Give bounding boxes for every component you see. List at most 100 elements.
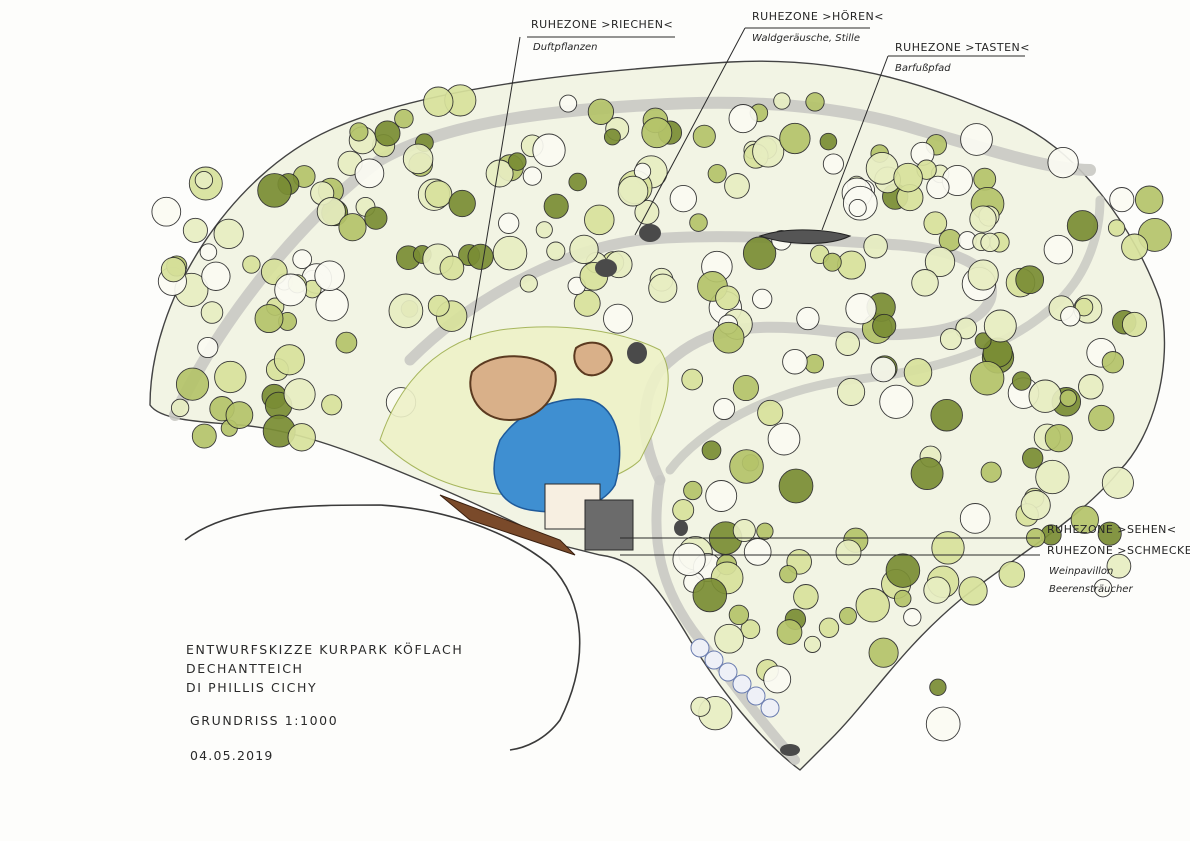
label-tasten-subtitle: Barfußpfad	[895, 63, 951, 74]
tree-canopy-icon	[1043, 234, 1074, 265]
tree-canopy-icon	[757, 399, 784, 426]
tree-canopy-icon	[872, 313, 897, 338]
tree-canopy-icon	[213, 218, 244, 250]
tree-canopy-group	[151, 84, 1172, 742]
tree-canopy-icon	[423, 86, 454, 117]
tree-canopy-icon	[763, 665, 792, 694]
tree-canopy-icon	[729, 449, 764, 484]
tree-canopy-icon	[225, 401, 254, 429]
tree-canopy-icon	[742, 236, 777, 270]
label-ruhezone-riechen: RUHEZONE >RIECHEN<	[531, 18, 674, 31]
tree-canopy-icon	[893, 589, 912, 608]
label-hoeren-subtitle: Waldgeräusche, Stille	[752, 33, 860, 44]
tree-canopy-icon	[732, 518, 756, 543]
title-line-3: DI PHILLIS CICHY	[186, 680, 318, 695]
tree-canopy-icon	[845, 293, 877, 325]
tree-canopy-icon	[690, 696, 711, 717]
tree-canopy-icon	[1066, 210, 1099, 242]
tree-canopy-icon	[543, 193, 569, 219]
tree-canopy-icon	[522, 166, 543, 186]
tree-canopy-icon	[837, 377, 866, 406]
tree-canopy-icon	[1028, 379, 1062, 413]
tree-canopy-icon	[839, 606, 857, 625]
tree-canopy-icon	[707, 164, 727, 184]
tree-canopy-icon	[1044, 424, 1073, 453]
tree-canopy-icon	[692, 124, 716, 148]
tree-canopy-icon	[705, 480, 738, 512]
tree-canopy-icon	[559, 94, 578, 113]
tree-canopy-icon	[752, 288, 773, 310]
tree-canopy-icon	[439, 255, 465, 281]
tree-canopy-icon	[819, 132, 838, 151]
tree-canopy-icon	[870, 356, 897, 383]
tree-canopy-icon	[903, 358, 933, 387]
tree-canopy-icon	[955, 317, 978, 340]
tree-canopy-icon	[573, 289, 601, 317]
tree-canopy-icon	[603, 128, 621, 146]
tree-canopy-icon	[980, 461, 1002, 483]
tree-canopy-icon	[314, 260, 345, 291]
tree-canopy-icon	[254, 304, 284, 334]
tree-canopy-icon	[467, 243, 494, 270]
tree-canopy-icon	[492, 235, 528, 271]
tree-canopy-icon	[394, 108, 414, 129]
tree-canopy-icon	[424, 180, 453, 208]
seating-pods	[469, 341, 614, 422]
tree-canopy-icon	[648, 273, 678, 303]
tree-canopy-icon	[1015, 265, 1045, 295]
tree-canopy-icon	[283, 378, 316, 411]
tree-canopy-icon	[743, 538, 772, 566]
tree-canopy-icon	[1106, 553, 1132, 579]
tree-canopy-icon	[958, 576, 988, 606]
tree-canopy-icon	[672, 542, 706, 577]
tree-canopy-icon	[773, 92, 791, 110]
tree-canopy-icon	[974, 332, 992, 350]
tree-canopy-icon	[364, 206, 388, 230]
tree-canopy-icon	[715, 285, 740, 311]
tree-canopy-icon	[863, 233, 888, 259]
tree-canopy-icon	[728, 604, 750, 626]
tree-canopy-icon	[865, 151, 899, 185]
tree-canopy-icon	[1060, 306, 1081, 327]
label-riechen-subtitle: Duftpflanzen	[533, 42, 598, 53]
tree-canopy-icon	[427, 294, 450, 317]
tree-canopy-icon	[973, 167, 997, 191]
tree-canopy-icon	[1134, 185, 1164, 215]
tree-canopy-icon	[923, 576, 951, 604]
tree-canopy-icon	[1078, 374, 1104, 400]
tree-canopy-icon	[782, 348, 808, 375]
tree-canopy-icon	[546, 241, 566, 261]
tree-canopy-icon	[980, 232, 1000, 253]
tree-canopy-icon	[197, 336, 219, 359]
tree-canopy-icon	[402, 143, 434, 175]
tree-canopy-icon	[740, 619, 761, 640]
tree-canopy-icon	[983, 309, 1017, 343]
tree-canopy-icon	[835, 331, 860, 356]
tree-canopy-icon	[793, 584, 819, 610]
tree-canopy-icon	[776, 619, 803, 645]
tree-canopy-icon	[818, 617, 840, 638]
tree-canopy-icon	[1011, 371, 1032, 391]
lower-boundary-line	[184, 504, 581, 751]
tree-canopy-icon	[1109, 187, 1135, 213]
tree-canopy-icon	[672, 499, 695, 522]
path-east	[665, 195, 1105, 475]
tree-canopy-icon	[924, 246, 956, 278]
tree-canopy-icon	[388, 293, 424, 329]
tree-canopy-icon	[584, 204, 615, 236]
tree-canopy-icon	[701, 440, 722, 461]
tree-canopy-icon	[335, 331, 358, 354]
tree-canopy-icon	[822, 153, 844, 175]
tree-canopy-icon	[885, 553, 921, 588]
tree-canopy-icon	[903, 608, 922, 627]
tree-canopy-icon	[257, 173, 292, 208]
tree-canopy-icon	[1059, 389, 1077, 407]
scale-label: GRUNDRISS 1:1000	[190, 713, 339, 728]
tree-canopy-icon	[893, 162, 923, 193]
tree-canopy-icon	[689, 213, 708, 232]
tree-canopy-icon	[1020, 490, 1051, 521]
tree-canopy-icon	[998, 561, 1026, 588]
tree-canopy-icon	[1097, 521, 1122, 546]
tree-canopy-icon	[201, 261, 231, 291]
tree-canopy-icon	[714, 623, 744, 654]
